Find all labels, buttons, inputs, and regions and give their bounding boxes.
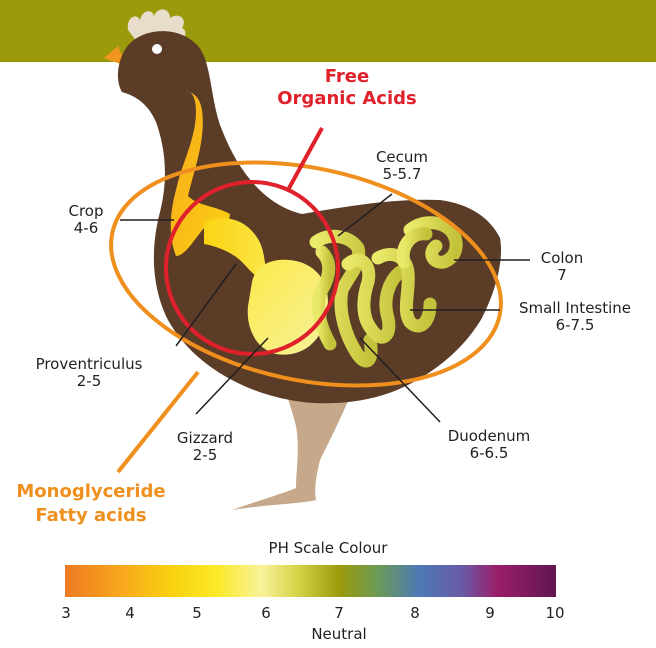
ph-tick-7: 7: [324, 604, 354, 622]
ph-tick-3: 3: [51, 604, 81, 622]
monoglyceride-label: Monoglyceride Fatty acids: [6, 480, 176, 528]
free-organic-acids-label: Free Organic Acids: [262, 66, 432, 110]
ph-tick-5: 5: [182, 604, 212, 622]
ph-tick-9: 9: [475, 604, 505, 622]
ph-neutral-label: Neutral: [309, 625, 369, 643]
ph-tick-10: 10: [540, 604, 570, 622]
eye: [152, 44, 162, 54]
free-acids-pointer: [288, 128, 322, 190]
ph-scale-title: PH Scale Colour: [0, 539, 656, 557]
ph-tick-6: 6: [251, 604, 281, 622]
ph-scale-bar: [65, 565, 556, 597]
ph-tick-4: 4: [115, 604, 145, 622]
hen-legs: [232, 392, 352, 510]
ph-tick-8: 8: [400, 604, 430, 622]
